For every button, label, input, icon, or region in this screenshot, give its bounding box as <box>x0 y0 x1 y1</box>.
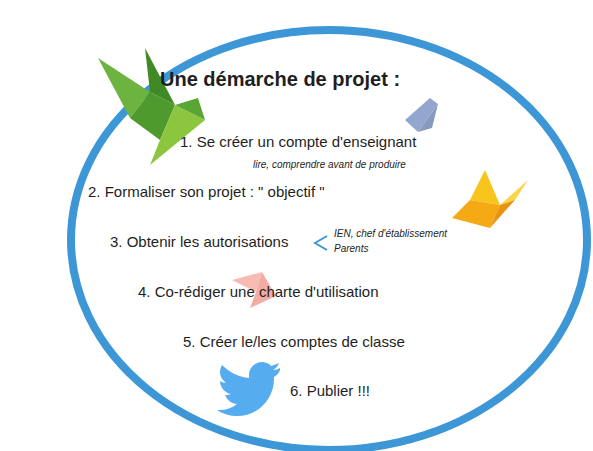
yellow-origami-bird <box>452 170 528 228</box>
step-text: 3. Obtenir les autorisations <box>110 233 288 251</box>
step-text: 5. Créer le/les comptes de classe <box>183 333 405 351</box>
step-text: 2. Formaliser son projet : " objectif " <box>88 183 325 201</box>
title: Une démarche de projet : <box>160 67 400 91</box>
authority-note: Parents <box>334 243 368 255</box>
twitter-bird <box>217 362 280 416</box>
authority-note: IEN, chef d'établissement <box>334 228 447 240</box>
step-text: 4. Co-rédiger une charte d'utilisation <box>138 283 379 301</box>
step-note: lire, comprendre avant de produire <box>253 159 406 171</box>
blue-origami-bird <box>405 98 438 132</box>
bracket <box>315 236 327 250</box>
ring <box>71 30 587 450</box>
step-text: 1. Se créer un compte d'enseignant <box>180 133 416 151</box>
step-text: 6. Publier !!! <box>290 382 370 400</box>
